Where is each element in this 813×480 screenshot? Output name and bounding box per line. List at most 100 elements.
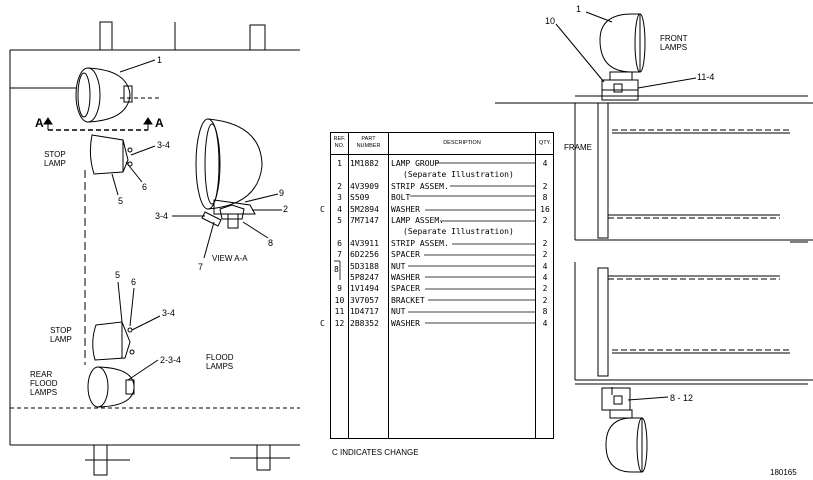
label-front-lamps: FRONT LAMPS [660, 34, 688, 52]
table-row: 11 1D4717 NUT 8 [331, 307, 553, 316]
cell-qty: 2 [542, 238, 548, 248]
cell-ref: 2 [337, 181, 342, 191]
front-left-flood-lamp [75, 67, 133, 123]
cell-part: 1V1494 [350, 284, 379, 294]
cell-part: 4V3911 [350, 238, 379, 248]
table-row: 5P8247 WASHER 4 [331, 273, 553, 282]
cell-desc: WASHER [391, 204, 420, 214]
cell-qty: 8 [542, 193, 548, 203]
callout-1-right: 1 [576, 4, 582, 14]
cell-ref: 11 [334, 307, 345, 317]
cell-ref: 5 [337, 216, 342, 225]
label-frame: FRAME [564, 143, 592, 152]
label-stop-lamp-bottom: STOP LAMP [50, 326, 72, 344]
cell-desc: STRIP ASSEM. [391, 181, 449, 191]
section-letter-a-right: A [155, 116, 164, 130]
cell-desc: WASHER [391, 318, 420, 328]
callout-3-4-top: 3-4 [157, 140, 171, 150]
cell-part: 4V3909 [350, 181, 379, 191]
callout-7: 7 [198, 262, 204, 272]
cell-desc: LAMP GROUP [391, 159, 440, 168]
front-lamp-right [599, 13, 646, 101]
cell-qty: 2 [542, 295, 548, 305]
cell-qty: 4 [542, 273, 548, 282]
header-ref-no: REF. NO. [333, 136, 346, 149]
cell-qty: 2 [542, 181, 548, 191]
frame-structure [495, 95, 813, 395]
cell-qty: 16 [540, 204, 550, 214]
table-row: 10 3V7057 BRACKET 2 [331, 296, 553, 305]
lower-stop-lamp [92, 321, 135, 361]
cell-ref: 4 [337, 204, 342, 214]
cell-desc: BRACKET [391, 295, 425, 305]
callout-2-3-4: 2-3-4 [160, 355, 182, 365]
label-rear-flood-lamps: REAR FLOOD LAMPS [30, 370, 58, 397]
figure-number: 180165 [770, 468, 797, 477]
upper-stop-lamp [89, 134, 133, 175]
cell-desc: NUT [391, 307, 406, 317]
machine-outline [9, 21, 300, 476]
cell-ref: 7 [337, 250, 342, 260]
cell-part: 2B8352 [350, 318, 379, 328]
cell-part: 5D3188 [350, 261, 379, 271]
callout-5-top: 5 [118, 196, 124, 206]
table-row: C 12 2B8352 WASHER 4 [320, 318, 553, 328]
cell-qty: 8 [542, 307, 548, 317]
section-line-aa [43, 117, 153, 131]
cell-desc: SPACER [391, 284, 420, 294]
label-view-aa: VIEW A-A [212, 254, 248, 263]
cell-desc: WASHER [391, 273, 420, 282]
callout-2: 2 [283, 204, 289, 214]
cell-change: C [320, 204, 325, 214]
cell-desc: LAMP ASSEM. [391, 216, 444, 225]
callout-6-bottom: 6 [131, 277, 137, 287]
cell-part: 5P8247 [350, 273, 379, 282]
callout-8: 8 [268, 238, 274, 248]
callout-11-4: 11-4 [697, 72, 715, 82]
cell-qty: 4 [542, 261, 548, 271]
ref-group-8: 8 [334, 265, 339, 274]
cell-desc: SPACER [391, 250, 420, 260]
cell-qty: 2 [542, 250, 548, 260]
cell-part: 1M1882 [350, 159, 379, 168]
cell-part: 3V7057 [350, 295, 379, 305]
cell-change: C [320, 318, 325, 328]
cell-ref: 12 [334, 318, 345, 328]
table-row: 2 4V3909 STRIP ASSEM. 2 [331, 182, 553, 191]
table-row: 5 7M7147 LAMP ASSEM. 2 [331, 216, 553, 225]
cell-qty: 4 [542, 318, 548, 328]
cell-note: (Separate Illustration) [403, 227, 514, 237]
cell-part: 6D2256 [350, 250, 379, 260]
label-flood-lamps: FLOOD LAMPS [206, 353, 234, 371]
cell-note: (Separate Illustration) [403, 170, 514, 180]
cell-ref: 10 [334, 295, 345, 305]
change-note: C INDICATES CHANGE [332, 448, 419, 457]
rear-lamp-right [601, 387, 648, 473]
cell-qty: 2 [542, 216, 548, 225]
cell-part: 7M7147 [350, 216, 379, 225]
table-row: 7 6D2256 SPACER 2 [331, 250, 553, 259]
label-stop-lamp-top: STOP LAMP [44, 150, 66, 168]
cell-part: 1D4717 [350, 307, 379, 317]
cell-ref: 3 [337, 193, 342, 203]
header-part-number: PART NUMBER [356, 136, 381, 149]
callout-9: 9 [279, 188, 285, 198]
rear-flood-lamp [87, 366, 135, 408]
callout-10: 10 [545, 16, 556, 26]
leader-lines-right [555, 11, 697, 401]
callout-1-left: 1 [157, 55, 163, 65]
cell-ref: 9 [337, 284, 342, 294]
view-aa-lamp [195, 118, 263, 229]
callout-8-12: 8 - 12 [670, 393, 694, 403]
callout-3-4-view: 3-4 [155, 211, 169, 221]
leader-lines-left [111, 59, 282, 381]
cell-ref: 1 [337, 159, 342, 168]
header-qty: QTY. [538, 140, 552, 146]
